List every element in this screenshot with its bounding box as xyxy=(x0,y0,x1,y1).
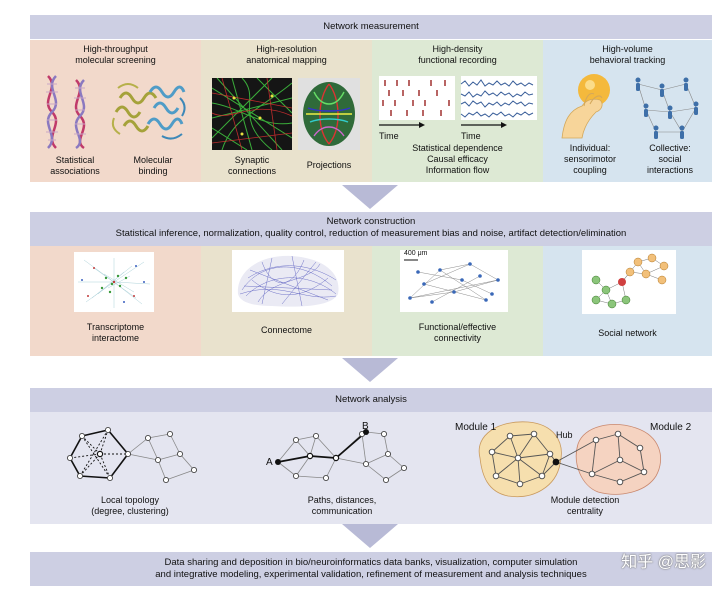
label-individual: Individual: sensorimotor coupling xyxy=(563,143,617,175)
node-a-label: A xyxy=(266,457,273,468)
down-arrow-icon xyxy=(342,524,398,548)
label-collective: Collective: social interactions xyxy=(646,143,694,175)
construction-subtitle: Statistical inference, normalization, qu… xyxy=(115,228,627,239)
functional-caption: Statistical dependence Causal efficacy I… xyxy=(412,143,503,175)
measurement-title: Network measurement xyxy=(323,21,419,32)
measurement-col-behavioral xyxy=(543,40,712,182)
label-projections: Projections xyxy=(306,160,352,170)
paths-graph xyxy=(275,429,408,484)
dna-helix-icon xyxy=(46,75,86,150)
projections-image xyxy=(298,78,360,150)
label-social-network: Social network xyxy=(598,328,657,338)
module-graph xyxy=(478,421,661,498)
signal-traces-icon xyxy=(460,76,537,128)
label-functional-connectivity: Functional/effective connectivity xyxy=(418,322,497,343)
analysis-header: Network analysis xyxy=(30,388,712,412)
hand-sphere-icon xyxy=(561,74,610,139)
down-arrow-icon xyxy=(342,358,398,382)
label-transcriptome: Transcriptome interactome xyxy=(86,322,145,343)
label-molecular-binding: Molecular binding xyxy=(133,155,173,176)
spike-raster-icon xyxy=(379,76,455,128)
construction-title: Network construction xyxy=(326,216,416,227)
module2-label: Module 2 xyxy=(650,422,692,433)
functional-connectivity-image: 400 μm xyxy=(400,250,508,312)
analysis-title: Network analysis xyxy=(335,394,407,405)
col-title-functional: High-density functional recording xyxy=(418,44,497,65)
module1-label: Module 1 xyxy=(455,422,497,433)
label-module-detection: Module detection centrality xyxy=(550,495,620,516)
label-synaptic-connections: Synaptic connections xyxy=(227,155,277,176)
label-paths: Paths, distances, communication xyxy=(307,495,377,516)
col-title-anatomical: High-resolution anatomical mapping xyxy=(246,44,327,65)
watermark: 知乎 @思影 xyxy=(621,554,706,571)
label-local-topology: Local topology (degree, clustering) xyxy=(91,495,169,516)
down-arrow-icon xyxy=(342,185,398,209)
social-network-image xyxy=(582,250,676,314)
social-group-icon xyxy=(635,77,699,139)
col-title-behavioral: High-volume behavioral tracking xyxy=(589,44,666,65)
connectome-image xyxy=(232,250,344,312)
synaptic-connections-image xyxy=(212,78,292,150)
label-time-raster: Time xyxy=(379,131,399,141)
transcriptome-network-image xyxy=(74,252,154,312)
node-b-label: B xyxy=(362,421,369,432)
construction-header: Network construction Statistical inferen… xyxy=(30,212,712,246)
final-panel: Data sharing and deposition in bio/neuro… xyxy=(30,552,712,586)
final-text: Data sharing and deposition in bio/neuro… xyxy=(155,557,587,580)
local-topology-graph xyxy=(66,426,198,484)
label-connectome: Connectome xyxy=(260,325,313,335)
measurement-header: Network measurement xyxy=(30,15,712,39)
col-title-molecular: High-throughput molecular screening xyxy=(75,44,156,65)
protein-binding-icon xyxy=(111,83,186,140)
label-statistical-associations: Statistical associations xyxy=(50,155,100,176)
hub-label: Hub xyxy=(556,430,573,440)
label-time-traces: Time xyxy=(461,131,481,141)
scale-bar-label: 400 μm xyxy=(404,250,428,257)
